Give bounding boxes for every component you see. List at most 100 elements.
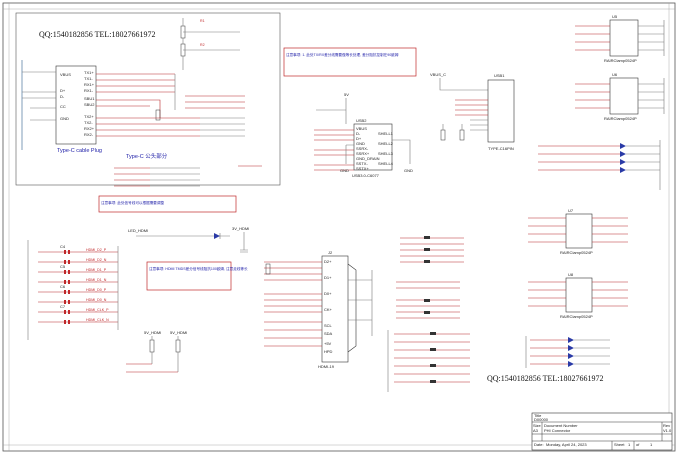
plug-pin-tx1n: TX1- bbox=[84, 76, 93, 81]
usb1-chip bbox=[487, 79, 515, 143]
plug-signal-routes bbox=[130, 73, 245, 137]
plug-pin-sbu1: SBU1 bbox=[84, 96, 95, 101]
hdmi-net-d2n: HDMI_D2_N bbox=[86, 258, 107, 262]
cap-c6: C6 bbox=[60, 284, 66, 289]
typec-plug-block bbox=[15, 12, 281, 186]
power-5v-hdmi-a: 5V_HDMI bbox=[144, 330, 161, 335]
plug-pin-tx2n: TX2- bbox=[84, 120, 93, 125]
usb2-pin-ssrxn: SSRX- bbox=[356, 146, 369, 151]
tb-title: D00000 bbox=[534, 417, 549, 422]
u7-part: RAIRClamp0524P bbox=[560, 250, 593, 255]
note-box-1 bbox=[283, 47, 417, 77]
hdmi-net-clkn: HDMI_CLK_N bbox=[86, 318, 109, 322]
typec-plug-pins-right: TX1+ TX1- RX1+ RX1- SBU1 SBU2 TX2+ TX2- … bbox=[84, 70, 95, 137]
usb1-block: VBUS_C USB1 TYPE-C16PIN bbox=[430, 72, 515, 151]
u5-ref: U5 bbox=[612, 14, 618, 19]
usb2-block: 5V USB2 USB3.0-C6077 VBUS D- D+ GND SSRX… bbox=[314, 92, 413, 178]
plug-pin-cc: CC bbox=[60, 104, 66, 109]
u8-part: RAIRClamp0524P bbox=[560, 314, 593, 319]
watermark-top-left: QQ:1540182856 TEL:18027661972 bbox=[39, 30, 156, 39]
tb-title-label: Title bbox=[534, 413, 542, 418]
u6-part: RAIRClamp0524P bbox=[604, 116, 637, 121]
esd-chip-u5: U5 RAIRClamp0524P bbox=[575, 14, 665, 63]
usb2-pin-drain: GND_DRAIN bbox=[356, 156, 380, 161]
plug-pin-sbu2: SBU2 bbox=[84, 102, 95, 107]
pullup-resistors: 5V_HDMI 5V_HDMI bbox=[126, 330, 187, 373]
hdmi-net-d1p: HDMI_D1_P bbox=[86, 268, 107, 272]
tb-date-label: Date: bbox=[534, 442, 544, 447]
note-box-3 bbox=[146, 261, 232, 291]
usb2-gnd-right: GND bbox=[404, 168, 413, 173]
usb2-gnd-left: GND bbox=[340, 168, 349, 173]
series-resistor-network bbox=[387, 236, 470, 392]
usb2-pin-shell1: SHELL1 bbox=[378, 131, 394, 136]
j2-pin-d0p: D0+ bbox=[324, 291, 332, 296]
j2-part: HDMI-19 bbox=[318, 364, 335, 369]
note-text-2: 注意事项: 此处信号线可以根据需要调整 bbox=[101, 200, 164, 205]
typec-plug-pins-left: VBUS D+ D- CC GND bbox=[60, 72, 71, 121]
hdmi-net-clkp: HDMI_CLK_P bbox=[86, 308, 109, 312]
j2-chip bbox=[321, 255, 349, 363]
hdmi-net-d0p: HDMI_D0_P bbox=[86, 288, 107, 292]
esd-diodes-bottom bbox=[525, 336, 610, 368]
j2-pin-hpd: HPD bbox=[324, 349, 333, 354]
j2-ref: J2 bbox=[328, 250, 333, 255]
usb2-supply: 5V bbox=[344, 92, 349, 97]
usb2-pin-ssrxp: SSRX+ bbox=[356, 151, 370, 156]
tb-rev-label: Rev bbox=[663, 423, 670, 428]
plug-pin-rx2n: RX2- bbox=[84, 132, 94, 137]
hdmi-capacitor-ladder: HDMI_D2_P HDMI_D2_N HDMI_D1_P HDMI_D1_N … bbox=[27, 240, 119, 340]
usb2-chip bbox=[353, 123, 393, 171]
usb2-pin-shell4: SHELL4 bbox=[378, 161, 394, 166]
tb-of-label: of bbox=[636, 442, 640, 447]
plug-pin-gnd: GND bbox=[60, 116, 69, 121]
usb2-pin-gnd: GND bbox=[356, 141, 365, 146]
plug-pin-rx1n: RX1- bbox=[84, 88, 94, 93]
tb-size: A3 bbox=[533, 428, 539, 433]
u6-ref: U6 bbox=[612, 72, 618, 77]
net-label-r1: R1 bbox=[200, 19, 205, 23]
j2-pin-sda: SDA bbox=[324, 331, 333, 336]
tb-date: Monday, April 24, 2023 bbox=[546, 442, 587, 447]
hdmi-net-d0n: HDMI_D0_N bbox=[86, 298, 107, 302]
esd-chip-u7: U7 RAIRClamp0524P bbox=[528, 208, 628, 255]
tb-doc: PHI Connector bbox=[544, 428, 571, 433]
net-label-r2: R2 bbox=[200, 43, 205, 47]
note-text-3: 注意事项: HDMI TMDS差分信号线阻抗100欧姆, 注意走线等长 bbox=[149, 266, 248, 271]
esd-chip-u8: U8 RAIRClamp0524P bbox=[528, 272, 628, 319]
note-box-2 bbox=[98, 195, 237, 213]
tb-size-label: Size bbox=[533, 423, 542, 428]
typec-plug-title: Type-C cable Plug bbox=[57, 148, 102, 154]
j2-pin-d2p: D2+ bbox=[324, 259, 332, 264]
hdmi-net-d2p: HDMI_D2_P bbox=[86, 248, 107, 252]
j2-pin-ckp: CK+ bbox=[324, 307, 333, 312]
plug-pin-rx2p: RX2+ bbox=[84, 126, 95, 131]
typec-plug-chip bbox=[55, 65, 97, 145]
power-5v-hdmi-b: 5V_HDMI bbox=[170, 330, 187, 335]
plug-pin-dm: D- bbox=[60, 94, 65, 99]
misc-routes bbox=[114, 165, 262, 187]
tb-doc-label: Document Number bbox=[544, 423, 578, 428]
j2-pin-5v: +5V bbox=[324, 341, 332, 346]
usb2-pin-shell2: SHELL2 bbox=[378, 141, 394, 146]
plug-pin-vbus: VBUS bbox=[60, 72, 71, 77]
cap-c4: C4 bbox=[60, 244, 66, 249]
cap-c7: C7 bbox=[60, 304, 66, 309]
usb2-pin-sstxn: SSTX- bbox=[356, 161, 368, 166]
usb2-part: USB3.0-C6077 bbox=[352, 173, 380, 178]
power-led-hdmi: LED_HDMI bbox=[128, 228, 148, 233]
esd-chip-u6: U6 RAIRClamp0524P bbox=[575, 72, 665, 121]
j2-hdmi-block: J2 HDMI-19 D2+ D1+ D0+ CK+ SCL SDA +5V H… bbox=[264, 250, 373, 369]
usb1-part: TYPE-C16PIN bbox=[488, 146, 514, 151]
usb2-pin-vbus: VBUS bbox=[356, 126, 367, 131]
usb2-ref: USB2 bbox=[356, 118, 367, 123]
title-block: Title D00000 Size A3 Document Number PHI… bbox=[531, 412, 673, 451]
tb-sheet-label: Sheet bbox=[614, 442, 625, 447]
j2-pin-scl: SCL bbox=[324, 323, 333, 328]
usb2-pin-sstxp: SSTX+ bbox=[356, 166, 369, 171]
typec-plug-wires bbox=[21, 60, 150, 150]
u8-ref: U8 bbox=[568, 272, 574, 277]
watermark-bottom-right: QQ:1540182856 TEL:18027661972 bbox=[487, 374, 604, 383]
plug-pin-tx1p: TX1+ bbox=[84, 70, 94, 75]
